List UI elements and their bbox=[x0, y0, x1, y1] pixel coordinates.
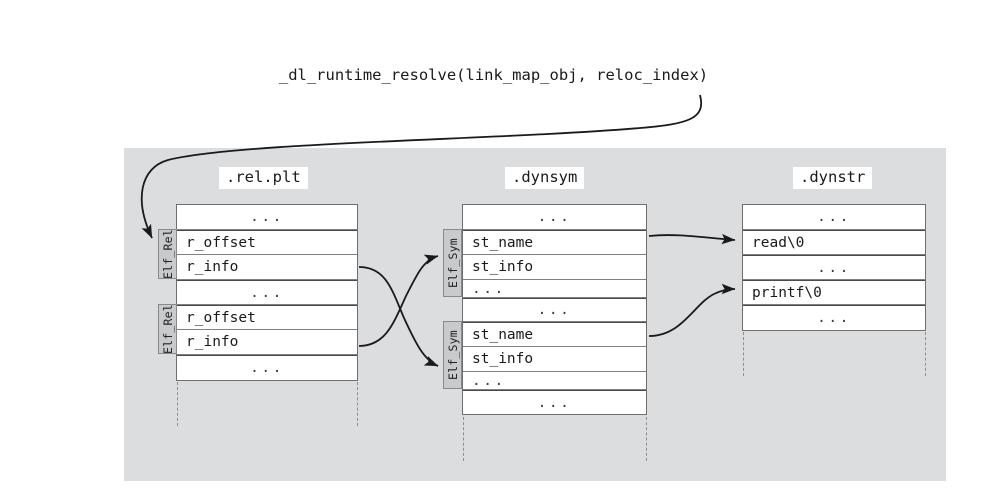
table-row: r_offset bbox=[177, 230, 357, 255]
table-row: ... bbox=[463, 205, 646, 230]
continuation-rail-dynstr-left bbox=[743, 332, 744, 376]
continuation-rail-rel-plt-left bbox=[177, 382, 178, 426]
struct-tab-label: Elf_Sym bbox=[445, 330, 460, 380]
continuation-rail-rel-plt-right bbox=[357, 382, 358, 426]
struct-tab-label: Elf_Sym bbox=[445, 238, 460, 288]
struct-tab-label: Elf_Rel bbox=[160, 304, 175, 354]
table-row: ... bbox=[743, 205, 925, 230]
continuation-rail-dynsym-left bbox=[463, 417, 464, 461]
table-row: ... bbox=[177, 280, 357, 305]
table-row: st_name bbox=[463, 322, 646, 347]
continuation-rail-dynsym-right bbox=[646, 417, 647, 461]
section-label-dynstr: .dynstr bbox=[793, 167, 873, 189]
table-row: ... bbox=[463, 390, 646, 414]
table-row: r_info bbox=[177, 255, 357, 280]
section-label-dynsym: .dynsym bbox=[505, 167, 585, 189]
section-label-rel-plt: .rel.plt bbox=[219, 167, 308, 189]
table-row: ... bbox=[463, 372, 646, 390]
table-row: ... bbox=[463, 280, 646, 298]
continuation-rail-dynstr-right bbox=[925, 332, 926, 376]
table-row: ... bbox=[177, 355, 357, 380]
table-row: st_info bbox=[463, 347, 646, 372]
table-dynsym: ... st_name st_info ... ... st_name st_i… bbox=[462, 204, 647, 415]
struct-tab-elf-rel-2: Elf_Rel bbox=[158, 304, 177, 354]
table-row: ... bbox=[463, 298, 646, 322]
table-row: r_info bbox=[177, 330, 357, 355]
table-row: printf\0 bbox=[743, 280, 925, 305]
struct-tab-elf-rel-1: Elf_Rel bbox=[158, 229, 177, 279]
struct-tab-label: Elf_Rel bbox=[160, 229, 175, 279]
table-row: ... bbox=[743, 255, 925, 280]
table-row: ... bbox=[743, 305, 925, 330]
struct-tab-elf-sym-2: Elf_Sym bbox=[443, 321, 462, 389]
table-row: st_info bbox=[463, 255, 646, 280]
page-title: _dl_runtime_resolve(link_map_obj, reloc_… bbox=[278, 66, 709, 84]
table-dynstr: ... read\0 ... printf\0 ... bbox=[742, 204, 926, 331]
struct-tab-elf-sym-1: Elf_Sym bbox=[443, 229, 462, 297]
table-row: r_offset bbox=[177, 305, 357, 330]
table-row: read\0 bbox=[743, 230, 925, 255]
table-row: st_name bbox=[463, 230, 646, 255]
table-row: ... bbox=[177, 205, 357, 230]
table-rel-plt: ... r_offset r_info ... r_offset r_info … bbox=[176, 204, 358, 381]
